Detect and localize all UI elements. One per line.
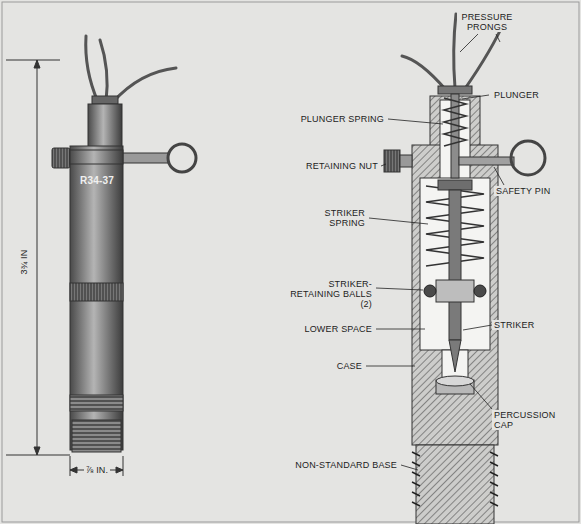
dimension-lines — [6, 60, 123, 476]
safety-pin — [459, 157, 514, 165]
dimension-label: 3¾ IN — [19, 247, 29, 276]
exterior-view — [52, 36, 196, 452]
ridged-band — [70, 395, 123, 411]
firing-pin — [449, 340, 461, 372]
nut-stem — [400, 155, 412, 167]
plunger-head — [438, 86, 472, 94]
retaining-ball — [474, 285, 486, 297]
safety-pin — [120, 153, 168, 163]
part-label: CASE — [335, 361, 364, 371]
dimension-label: ⅞ IN. — [84, 465, 111, 475]
striker-chamber — [420, 178, 490, 350]
part-label: LOWER SPACE — [302, 324, 374, 334]
retaining-nut — [384, 150, 400, 172]
part-marking: R34-37 — [78, 176, 116, 186]
ball-sleeve — [436, 280, 474, 302]
part-label: PLUNGER — [492, 90, 541, 100]
part-label: PLUNGER SPRING — [299, 114, 386, 124]
striker-head — [438, 180, 472, 190]
pin-ring — [168, 144, 196, 172]
crossbar-hub — [70, 150, 123, 164]
retaining-ball — [424, 285, 436, 297]
plunger-cap — [92, 96, 118, 104]
part-label: SAFETY PIN — [494, 186, 552, 196]
part-label: STRIKER SPRING — [301, 208, 367, 228]
part-label: PERCUSSION CAP — [492, 410, 562, 430]
leader-lines — [366, 34, 504, 470]
part-label: PRESSURE PRONGS — [457, 12, 517, 32]
striker — [449, 190, 461, 340]
pressure-prongs — [86, 36, 176, 102]
percussion-cap — [436, 376, 474, 386]
pin-ring — [511, 141, 545, 175]
retaining-nut — [52, 148, 70, 168]
cutaway-view — [384, 14, 545, 524]
part-label: NON-STANDARD BASE — [293, 460, 399, 470]
part-label: STRIKER — [492, 320, 536, 330]
plunger-spring — [444, 98, 466, 146]
case — [70, 146, 123, 450]
base-thread — [412, 452, 498, 506]
case-wall — [412, 145, 498, 445]
knurled-band — [70, 283, 123, 301]
base-thread — [72, 420, 121, 452]
part-label: STRIKER-RETAINING BALLS (2) — [288, 279, 374, 309]
neck — [88, 104, 122, 150]
base — [416, 445, 494, 524]
part-label: RETAINING NUT — [304, 161, 380, 171]
